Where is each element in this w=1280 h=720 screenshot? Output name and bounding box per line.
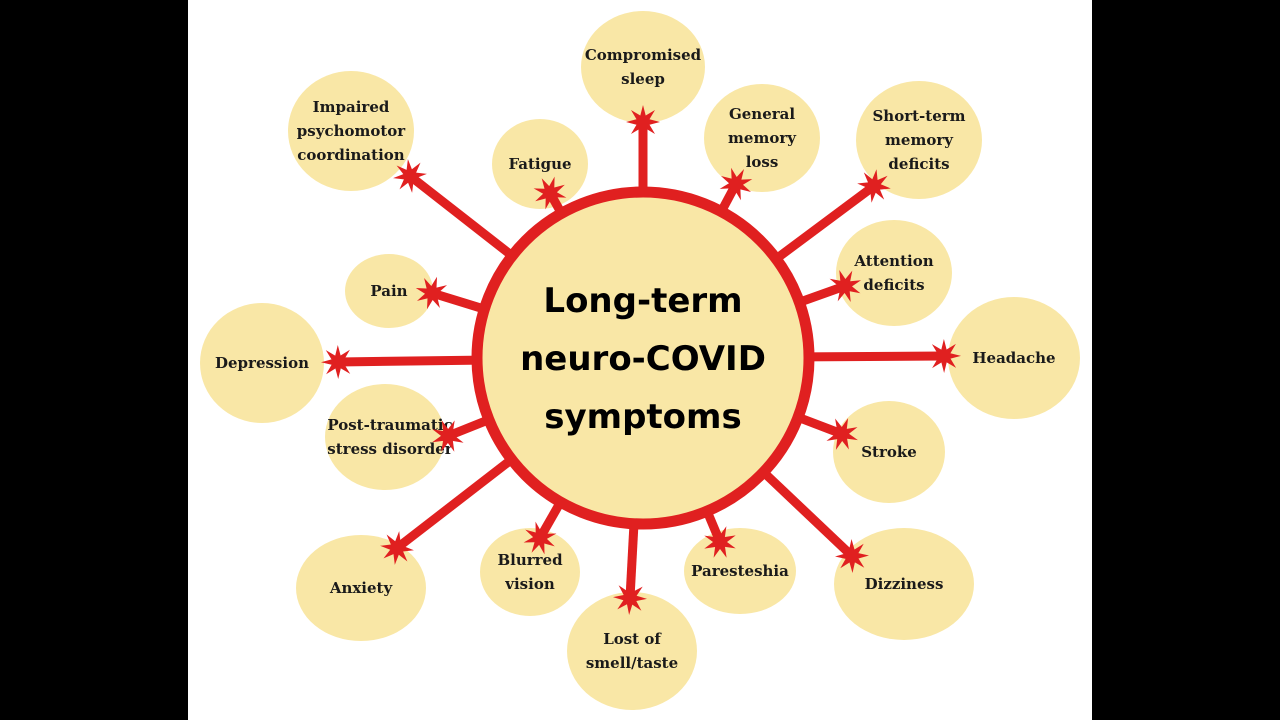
symptom-bubble xyxy=(833,401,945,503)
symptom-bubble xyxy=(567,592,697,710)
starburst-arrowhead xyxy=(321,345,355,379)
symptom-label: Blurred xyxy=(497,551,563,569)
starburst-arrowhead xyxy=(829,270,861,302)
symptom-label: Headache xyxy=(972,349,1055,367)
symptom-label: psychomotor xyxy=(297,122,407,140)
connector-line xyxy=(757,466,856,560)
symptom-label: Impaired xyxy=(313,98,390,116)
starburst-arrowhead xyxy=(719,167,753,201)
starburst-arrowhead xyxy=(380,531,414,565)
symptom-paresteshia: Paresteshia xyxy=(684,528,796,614)
starburst-arrowhead xyxy=(432,420,464,452)
symptom-general-memory-loss: General memory loss xyxy=(704,84,820,192)
symptom-label: sleep xyxy=(621,70,665,88)
symptom-bubble xyxy=(704,84,820,192)
starburst-arrowhead xyxy=(704,526,736,558)
connector-line xyxy=(407,172,519,262)
symptom-bubble xyxy=(948,297,1080,419)
symptom-anxiety: Anxiety xyxy=(296,535,426,641)
center-title-line: symptoms xyxy=(544,397,741,437)
starburst-arrowhead xyxy=(857,169,891,203)
symptom-stroke: Stroke xyxy=(833,401,945,503)
symptom-bubble xyxy=(492,119,588,209)
symptom-fatigue: Fatigue xyxy=(492,119,588,209)
starburst-arrowhead xyxy=(415,276,449,310)
symptom-depression: Depression xyxy=(200,303,324,423)
symptom-bubble xyxy=(288,71,414,191)
symptom-short-term-memory-deficits: Short-term memory deficits xyxy=(856,81,982,199)
symptom-bubble xyxy=(200,303,324,423)
center-circle xyxy=(471,186,815,530)
symptom-label: smell/taste xyxy=(586,654,678,672)
symptom-label: stress disorder xyxy=(327,440,454,458)
symptom-label: Short-term xyxy=(872,107,965,125)
symptom-bubble xyxy=(836,220,952,326)
symptom-label: Compromised xyxy=(585,46,702,64)
starburst-arrowhead xyxy=(835,539,869,573)
center-title-line: neuro-COVID xyxy=(520,339,766,379)
connector-line xyxy=(337,355,482,367)
symptom-label: memory xyxy=(728,129,797,147)
symptom-bubble xyxy=(296,535,426,641)
symptom-label: Dizziness xyxy=(865,575,944,593)
symptom-attention-deficits: Attention deficits xyxy=(836,220,952,326)
connector-line xyxy=(394,453,518,552)
symptom-dizziness: Dizziness xyxy=(834,528,974,640)
symptom-label: Pain xyxy=(370,282,407,300)
center-node: Long-term neuro-COVID symptoms xyxy=(471,186,815,530)
starburst-arrowhead xyxy=(626,105,660,139)
symptom-label: loss xyxy=(746,153,779,171)
symptom-lost-of-smell-taste: Lost of smell/taste xyxy=(567,592,697,710)
symptom-label: General xyxy=(729,105,795,123)
symptom-bubble xyxy=(480,528,580,616)
symptom-label: Depression xyxy=(215,354,309,372)
symptom-label: Stroke xyxy=(861,443,917,461)
symptom-label: Anxiety xyxy=(329,579,394,597)
starburst-arrowhead xyxy=(533,176,567,210)
symptom-bubble xyxy=(581,11,705,123)
connector-line xyxy=(804,351,945,362)
symptom-blurred-vision: Blurred vision xyxy=(480,528,580,616)
symptom-label: coordination xyxy=(297,146,404,164)
symptom-bubble xyxy=(345,254,433,328)
symptom-impaired-psychomotor-coordination: Impaired psychomotor coordination xyxy=(288,71,414,191)
starburst-arrowhead xyxy=(927,339,961,373)
starburst-arrowhead xyxy=(393,159,427,193)
symptom-label: Fatigue xyxy=(508,155,571,173)
symptom-label: vision xyxy=(504,575,555,593)
symptom-headache: Headache xyxy=(948,297,1080,419)
symptom-pain: Pain xyxy=(345,254,433,328)
symptom-bubble xyxy=(834,528,974,640)
symptom-bubble xyxy=(684,528,796,614)
starburst-arrowhead xyxy=(523,521,557,555)
symptom-label: Paresteshia xyxy=(691,562,789,580)
symptom-label: deficits xyxy=(888,155,949,173)
symptom-post-traumatic-stress-disorder: Post-traumatic stress disorder xyxy=(325,384,454,490)
symptom-bubble xyxy=(856,81,982,199)
symptom-label: Lost of xyxy=(603,630,662,648)
symptom-bubble xyxy=(325,384,445,490)
starburst-arrowhead xyxy=(613,581,647,615)
symptom-label: Attention xyxy=(853,252,933,270)
symptom-compromised-sleep: Compromised sleep xyxy=(581,11,705,123)
starburst-arrowhead xyxy=(826,418,858,450)
connector-line xyxy=(770,182,877,265)
symptom-label: Post-traumatic xyxy=(327,416,452,434)
symptom-label: memory xyxy=(885,131,954,149)
center-title-line: Long-term xyxy=(543,281,742,321)
symptom-label: deficits xyxy=(863,276,924,294)
